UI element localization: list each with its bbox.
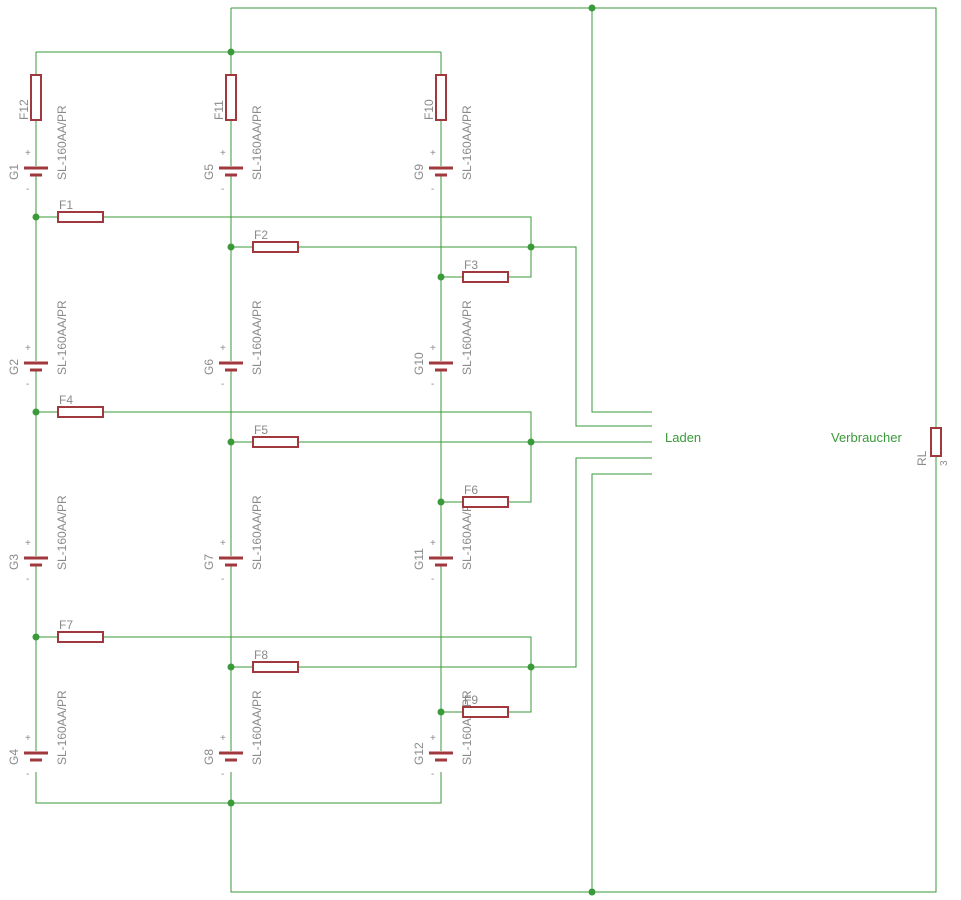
fuse-f5 — [252, 436, 299, 448]
junction-dot — [527, 438, 535, 446]
battery-name-g11: G11 — [412, 548, 426, 570]
junction-dot — [32, 213, 40, 221]
junction-dot — [227, 663, 235, 671]
battery-name-g12: G12 — [412, 742, 426, 765]
battery-name-g7: G7 — [202, 554, 216, 570]
battery-minus-sign: - — [431, 379, 434, 390]
wires — [35, 7, 937, 893]
battery-value: SL-160AA/PR — [55, 690, 69, 765]
battery-value: SL-160AA/PR — [55, 495, 69, 570]
battery-value: SL-160AA/PR — [55, 105, 69, 180]
battery-name-g4: G4 — [7, 749, 21, 765]
battery-value: SL-160AA/PR — [460, 495, 474, 570]
battery-plus-sign: + — [430, 538, 436, 549]
battery-plus-sign: + — [220, 538, 226, 549]
fuse-label-f2: F2 — [254, 228, 268, 242]
junction-dot — [588, 4, 596, 12]
fuse-f1 — [57, 211, 104, 223]
battery-plus-sign: + — [430, 733, 436, 744]
fuse-f9 — [462, 706, 509, 718]
junctions — [32, 4, 596, 896]
battery-plus-sign: + — [430, 343, 436, 354]
battery-plus-sign: + — [220, 343, 226, 354]
fuse-label-f6: F6 — [464, 483, 478, 497]
battery-minus-sign: - — [221, 379, 224, 390]
fuse-f10 — [435, 74, 447, 121]
battery-plus-sign: + — [220, 148, 226, 159]
battery-minus-sign: - — [26, 184, 29, 195]
battery-value: SL-160AA/PR — [55, 300, 69, 375]
fuse-label-f4: F4 — [59, 393, 73, 407]
fuse-f2 — [252, 241, 299, 253]
battery-name-g2: G2 — [7, 359, 21, 375]
junction-dot — [588, 888, 596, 896]
net-label-laden: Laden — [665, 430, 701, 445]
fuse-label-f7: F7 — [59, 618, 73, 632]
fuse-label-f10: F10 — [422, 99, 436, 120]
junction-dot — [527, 243, 535, 251]
junction-dot — [227, 799, 235, 807]
battery-value: SL-160AA/PR — [460, 300, 474, 375]
battery-plus-sign: + — [25, 343, 31, 354]
fuse-label-f9: F9 — [464, 693, 478, 707]
junction-dot — [437, 273, 445, 281]
battery-value: SL-160AA/PR — [250, 105, 264, 180]
fuse-f12 — [30, 74, 42, 121]
battery-plus-sign: + — [430, 148, 436, 159]
junction-dot — [227, 48, 235, 56]
fuse-label-f5: F5 — [254, 423, 268, 437]
battery-name-g5: G5 — [202, 164, 216, 180]
battery-value: SL-160AA/PR — [250, 300, 264, 375]
junction-dot — [32, 633, 40, 641]
battery-value: SL-160AA/PR — [250, 690, 264, 765]
battery-value: SL-160AA/PR — [460, 105, 474, 180]
battery-minus-sign: - — [221, 184, 224, 195]
load-resistor-value: 3 — [939, 460, 950, 466]
load-resistor — [930, 427, 942, 457]
battery-plus-sign: + — [25, 538, 31, 549]
battery-minus-sign: - — [26, 379, 29, 390]
battery-name-g8: G8 — [202, 749, 216, 765]
battery-minus-sign: - — [431, 184, 434, 195]
battery-name-g6: G6 — [202, 359, 216, 375]
fuse-f4 — [57, 406, 104, 418]
battery-name-g10: G10 — [412, 352, 426, 375]
fuse-label-f12: F12 — [17, 99, 31, 120]
net-label-verbraucher: Verbraucher — [831, 430, 902, 445]
fuse-f3 — [462, 271, 509, 283]
fuse-label-f1: F1 — [59, 198, 73, 212]
junction-dot — [437, 498, 445, 506]
battery-minus-sign: - — [221, 574, 224, 585]
junction-dot — [32, 408, 40, 416]
battery-name-g1: G1 — [7, 164, 21, 180]
battery-plus-sign: + — [220, 733, 226, 744]
fuse-label-f3: F3 — [464, 258, 478, 272]
fuse-label-f8: F8 — [254, 648, 268, 662]
battery-minus-sign: - — [26, 769, 29, 780]
battery-plus-sign: + — [25, 148, 31, 159]
battery-plus-sign: + — [25, 733, 31, 744]
battery-name-g9: G9 — [412, 164, 426, 180]
junction-dot — [437, 708, 445, 716]
fuse-f7 — [57, 631, 104, 643]
battery-minus-sign: - — [26, 574, 29, 585]
battery-minus-sign: - — [431, 769, 434, 780]
load-resistor-name: RL — [915, 450, 929, 466]
junction-dot — [527, 663, 535, 671]
battery-minus-sign: - — [431, 574, 434, 585]
fuse-label-f11: F11 — [212, 100, 226, 120]
battery-value: SL-160AA/PR — [250, 495, 264, 570]
fuse-f6 — [462, 496, 509, 508]
battery-name-g3: G3 — [7, 554, 21, 570]
fuse-f11 — [225, 74, 237, 121]
battery-minus-sign: - — [221, 769, 224, 780]
junction-dot — [227, 438, 235, 446]
fuse-f8 — [252, 661, 299, 673]
junction-dot — [227, 243, 235, 251]
